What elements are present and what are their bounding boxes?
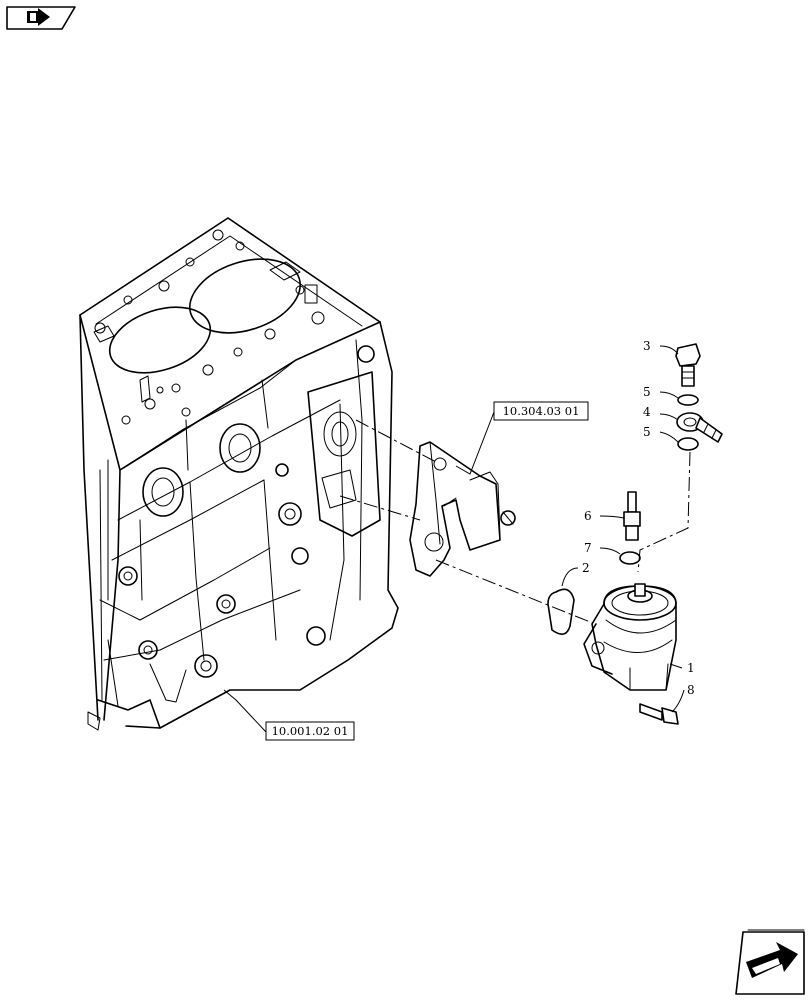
pump-mounting-bracket: [409, 441, 516, 577]
callout-2: 2: [582, 561, 590, 575]
mounting-bolt: [639, 703, 679, 725]
banjo-fitting: [676, 412, 723, 443]
reference-label-upper: 10.304.03 01: [503, 404, 580, 418]
sealing-washer-lower: [677, 437, 699, 451]
callout-6: 6: [584, 509, 592, 523]
pump-gasket: [547, 588, 575, 635]
banjo-bolt: [675, 343, 701, 387]
callout-labels: 3 5 4 5 6 7 2 1 8: [582, 339, 695, 697]
assembly-centerlines: [339, 419, 691, 631]
forward-arrow-icon: [746, 942, 798, 978]
back-arrow-icon: [27, 8, 50, 26]
callout-5-upper: 5: [643, 385, 651, 399]
reference-box-upper[interactable]: 10.304.03 01: [455, 401, 589, 475]
callout-7: 7: [584, 541, 592, 555]
prev-page-button[interactable]: [6, 6, 76, 30]
next-page-button[interactable]: [735, 929, 805, 995]
o-ring: [619, 551, 641, 565]
sealing-washer-upper: [677, 394, 699, 406]
callout-5-lower: 5: [643, 425, 651, 439]
fuel-connector: [623, 491, 641, 541]
callout-leaders: [561, 345, 685, 713]
callout-1: 1: [687, 661, 695, 675]
callout-8: 8: [687, 683, 695, 697]
callout-3: 3: [643, 339, 651, 353]
engine-block: [79, 217, 399, 731]
fuel-pump: [583, 583, 677, 691]
callout-4: 4: [643, 405, 651, 419]
reference-label-lower: 10.001.02 01: [272, 724, 349, 738]
reference-box-lower[interactable]: 10.001.02 01: [223, 689, 355, 741]
